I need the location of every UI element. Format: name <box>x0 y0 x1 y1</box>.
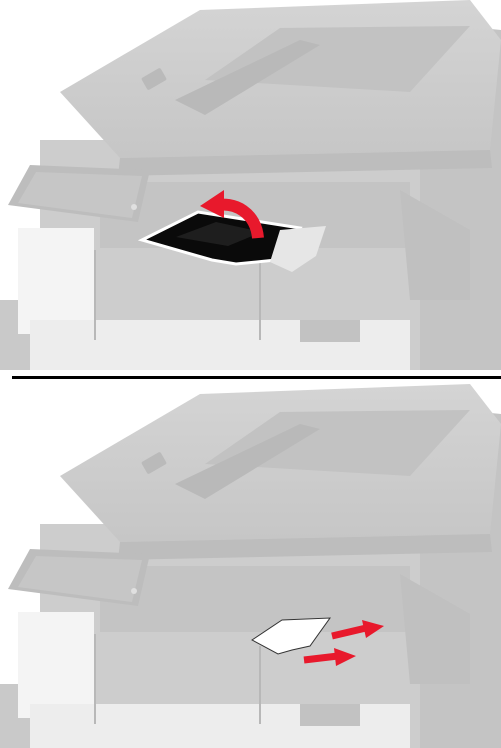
step-2-illustration <box>0 384 501 748</box>
step-1-illustration <box>0 0 501 370</box>
control-panel <box>8 165 150 222</box>
step-divider <box>12 376 501 379</box>
control-panel <box>8 549 150 606</box>
printer-illustration-step-1 <box>0 0 501 370</box>
printer-illustration-step-2 <box>0 384 501 748</box>
